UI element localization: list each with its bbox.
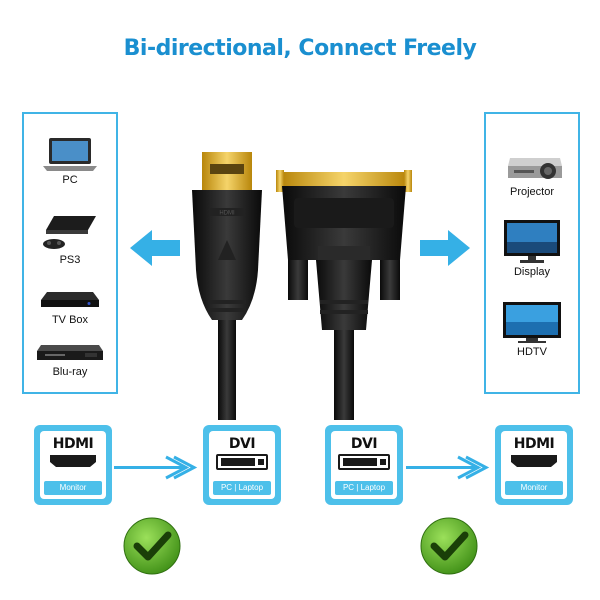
badge-heading: HDMI [513, 436, 555, 452]
dvi-pc-laptop-badge: DVI PC | Laptop [203, 425, 281, 505]
device-label: Blu-ray [52, 366, 88, 378]
display-devices-panel: Projector Display HDTV [484, 112, 580, 394]
hdmi-dvi-cable-illustration: HDMI [192, 152, 412, 420]
device-label: PC [62, 174, 78, 186]
device-pc: PC [24, 136, 116, 186]
hdtv-icon [503, 302, 561, 343]
dvi-port-icon [338, 454, 390, 470]
flow-arrow-icon [114, 455, 198, 480]
device-label: HDTV [517, 346, 547, 358]
badge-subtitle: Monitor [505, 481, 563, 495]
checkmark-icon [420, 517, 478, 575]
laptop-icon [43, 138, 97, 171]
device-display: Display [486, 218, 578, 278]
dvi-port-icon [216, 454, 268, 470]
device-label: Projector [509, 186, 555, 198]
checkmark-icon [123, 517, 181, 575]
badge-subtitle: PC | Laptop [335, 481, 393, 495]
device-projector: Projector [486, 152, 578, 198]
badge-heading: HDMI [52, 436, 94, 452]
hdmi-port-icon [50, 455, 96, 467]
device-label: Display [513, 266, 551, 278]
device-label: TV Box [51, 314, 89, 326]
blu-ray-player-icon [37, 345, 103, 360]
badge-subtitle: PC | Laptop [213, 481, 271, 495]
badge-heading: DVI [228, 436, 256, 452]
source-devices-panel: PC PS3 TV Box Blu-ray [22, 112, 118, 394]
projector-icon [508, 158, 562, 179]
dvi-pc-laptop-badge: DVI PC | Laptop [325, 425, 403, 505]
hdmi-port-icon [511, 455, 557, 467]
hdmi-monitor-badge: HDMI Monitor [495, 425, 573, 505]
svg-text:HDMI: HDMI [219, 211, 235, 217]
flow-arrow-icon [406, 455, 490, 480]
hdmi-monitor-badge: HDMI Monitor [34, 425, 112, 505]
device-label: PS3 [59, 254, 81, 266]
badge-heading: DVI [350, 436, 378, 452]
tv-box-icon [41, 292, 99, 307]
device-hdtv: HDTV [486, 300, 578, 358]
badge-subtitle: Monitor [44, 481, 102, 495]
display-icon [504, 220, 560, 263]
device-ps3: PS3 [24, 212, 116, 266]
arrow-right-icon [420, 230, 470, 266]
page-title: Bi-directional, Connect Freely [123, 36, 477, 61]
game-console-icon [43, 216, 96, 249]
device-blu-ray: Blu-ray [24, 342, 116, 378]
arrow-left-icon [130, 230, 180, 266]
device-tv-box: TV Box [24, 284, 116, 326]
